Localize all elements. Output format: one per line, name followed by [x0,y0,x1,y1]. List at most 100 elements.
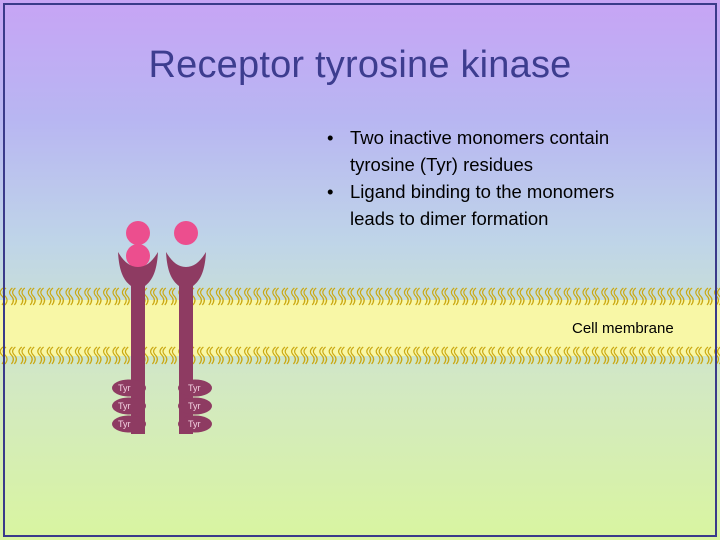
lipid-tail [366,287,375,306]
lipid-tail [507,346,516,365]
lipid-tail [450,346,459,365]
lipid-tail [366,346,375,365]
lipid-tail [667,287,675,306]
lipid-tail [620,287,628,306]
lipid-tail [84,287,93,306]
lipid-tail [309,346,318,365]
lipid-tail [328,287,337,306]
lipid-tail [103,346,111,365]
lipid-tail [356,346,365,365]
lipid-tail [516,287,525,306]
lipid-tail [620,346,628,365]
lipid-tail [667,346,675,365]
lipid-tail [319,346,328,365]
lipid-tail [601,287,610,306]
lipid-tail [497,287,506,306]
lipid-tail [225,287,234,306]
lipid-tail [150,346,158,365]
lipid-tail [197,287,205,306]
lipid-tail [432,287,440,306]
lipid-tail [422,346,431,365]
lipid-tail [291,287,299,306]
lipid-tail [582,346,591,365]
lipid-tail [150,287,158,306]
lipid-tail [319,287,328,306]
lipid-tail [629,346,638,365]
lipid-tail [695,346,704,365]
membrane-band [0,300,720,356]
lipid-tail [244,287,252,306]
bullet-item: Two inactive monomers contain tyrosine (… [320,124,620,178]
lipid-tail [403,346,412,365]
lipid-tail [516,346,525,365]
lipid-tail [629,287,638,306]
lipid-tail [554,346,563,365]
tyr-residue [112,397,146,415]
lipid-tail [309,287,318,306]
lipid-tail [112,287,121,306]
lipid-tail [121,346,130,365]
lipid-tail [573,287,581,306]
lipid-tail [347,346,356,365]
lipid-tail [103,287,111,306]
lipid-tail [159,346,168,365]
lipid-layer-top [0,287,720,306]
tyr-label: Tyr [118,419,131,429]
lipid-tail [215,287,224,306]
tyr-residue [112,415,146,433]
lipid-tail [37,287,46,306]
lipid-tail [9,287,17,306]
lipid-tail [234,287,243,306]
lipid-tail [469,346,478,365]
lipid-tail [300,346,309,365]
lipid-tail [648,346,657,365]
lipid-tail [272,287,281,306]
lipid-tail [657,287,666,306]
lipid-tail [65,346,74,365]
lipid-tail [356,287,365,306]
lipid-tail [591,346,600,365]
lipid-tail [610,346,619,365]
lipid-tail [469,287,478,306]
lipid-tail [610,287,619,306]
lipid-tail [573,346,581,365]
lipid-tail [676,287,685,306]
lipid-tail [159,287,168,306]
lipid-tail [9,346,17,365]
bullet-item: Ligand binding to the monomers leads to … [320,178,620,232]
lipid-tail [441,346,450,365]
lipid-tail [526,287,534,306]
lipid-tail [56,346,64,365]
lipid-tail [507,287,516,306]
lipid-tail [93,287,102,306]
lipid-tail [112,346,121,365]
lipid-tail [262,346,271,365]
tyr-label: Tyr [118,401,131,411]
lipid-tail [121,287,130,306]
lipid-tail [394,346,403,365]
lipid-tail [413,346,422,365]
lipid-tail [601,346,610,365]
lipid-tail [413,287,422,306]
lipid-tail [65,287,74,306]
lipid-tail [225,346,234,365]
lipid-tail [18,346,27,365]
lipid-tail [394,287,403,306]
lipid-tail [18,287,27,306]
tyr-label: Tyr [188,419,201,429]
lipid-tail [535,287,544,306]
lipid-tail [93,346,102,365]
lipid-tail [554,287,563,306]
lipid-tail [375,287,384,306]
lipid-tail [168,346,177,365]
lipid-tail [535,346,544,365]
lipid-tail [460,287,469,306]
lipid-tail [441,287,450,306]
lipid-tail [27,346,36,365]
tyr-residue [178,415,212,433]
lipid-tail [206,346,215,365]
tyr-residue [178,397,212,415]
